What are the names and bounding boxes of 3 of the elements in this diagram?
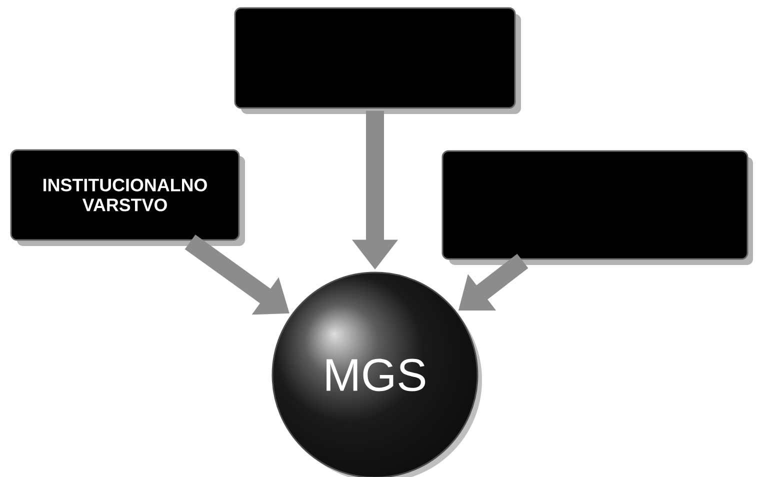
text-box — [442, 150, 748, 260]
text-box: INSTITUCIONALNO VARSTVO — [10, 149, 240, 241]
text-box — [234, 7, 516, 109]
